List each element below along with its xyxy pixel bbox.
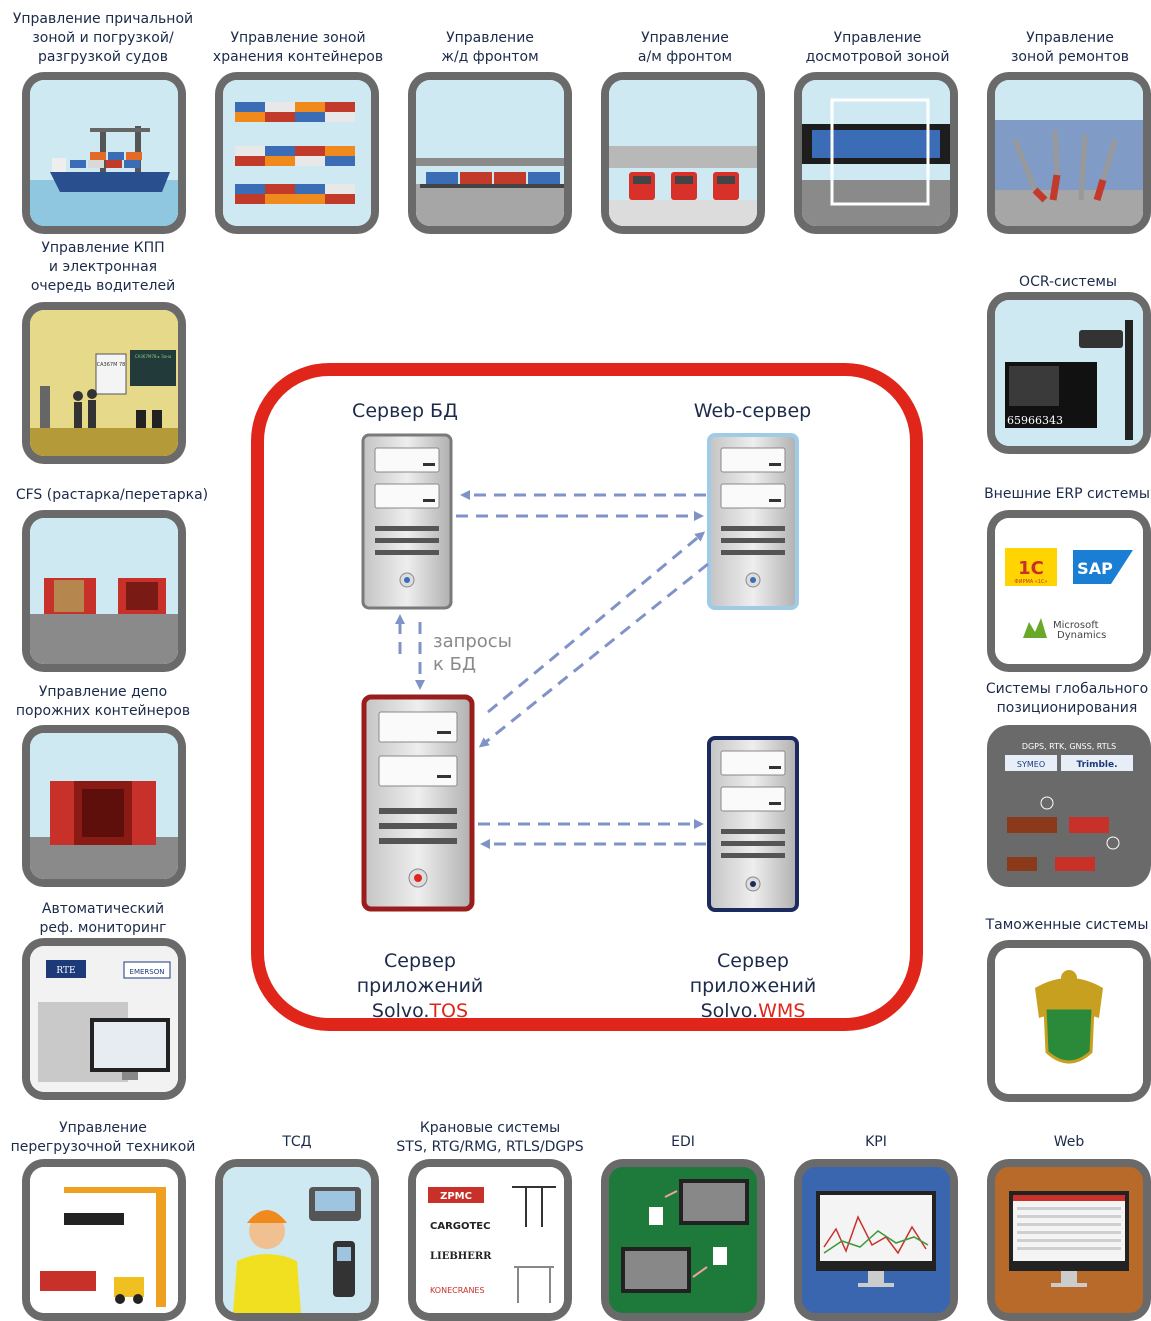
- tile-crane: ZPMC CARGOTEC LIEBHERR KONECRANES: [408, 1159, 572, 1321]
- tile-gps: DGPS, RTK, GNSS, RTLS SYMEO Trimble.: [987, 725, 1151, 887]
- customs-emblem: [995, 948, 1143, 1094]
- tile-truck: [601, 72, 765, 234]
- gps-header: DGPS, RTK, GNSS, RTLS: [1022, 742, 1116, 751]
- konecranes-logo: KONECRANES: [430, 1286, 485, 1295]
- ship-illustration: [30, 80, 178, 226]
- label-cfs: CFS (растарка/перетарка): [15, 487, 209, 503]
- label-rail: Управление ж/д фронтом: [441, 30, 539, 65]
- label-inspection: Управление досмотровой зоной: [805, 30, 950, 65]
- db-queries-note: запросы к БД: [433, 631, 512, 675]
- tile-berth: [22, 72, 186, 234]
- tile-storage: [215, 72, 379, 234]
- gate-queue-illustration: CA367M 78 CA367M78 ▸ Зона: [30, 310, 178, 456]
- rte-logo: RTE: [56, 966, 75, 976]
- label-web: Web: [1053, 1134, 1085, 1150]
- symeo-logo: SYMEO: [1017, 760, 1045, 769]
- liebherr-logo: LIEBHERR: [430, 1251, 492, 1262]
- trucks-illustration: [609, 80, 757, 226]
- ocr-camera-illustration: 65966343: [995, 300, 1143, 446]
- label-berth: Управление причальной зоной и погрузкой/…: [12, 11, 194, 65]
- tile-customs: [987, 940, 1151, 1102]
- empty-container-illustration: [30, 733, 178, 879]
- erp-logos: 1С ФИРМА «1С» SAP Microsoft Dynamics: [995, 518, 1143, 664]
- crane-logos: ZPMC CARGOTEC LIEBHERR KONECRANES: [416, 1167, 564, 1313]
- wms-caption: Сервер приложений Solvo.WMS: [663, 924, 843, 1024]
- label-crane: Крановые системы STS, RTG/RMG, RTLS/DGPS: [396, 1120, 584, 1155]
- container-stacks: [223, 80, 371, 226]
- web-server-icon: [707, 433, 799, 610]
- equipment-illustration: [30, 1167, 178, 1313]
- wms-caption-prefix: Сервер приложений Solvo.: [689, 950, 817, 1022]
- tile-inspection: [794, 72, 958, 234]
- label-gps: Системы глобального позиционирования: [985, 681, 1149, 716]
- arrow-web-to-tos: [478, 562, 709, 748]
- tos-caption: Сервер приложений Solvo.TOS: [330, 924, 510, 1024]
- zpmc-logo: ZPMC: [440, 1191, 472, 1202]
- label-ocr: OCR-системы: [1019, 274, 1117, 290]
- label-repair: Управление зоной ремонтов: [1010, 30, 1130, 65]
- tile-erp: 1С ФИРМА «1С» SAP Microsoft Dynamics: [987, 510, 1151, 672]
- label-tsd: ТСД: [282, 1134, 312, 1150]
- tile-edi: [601, 1159, 765, 1321]
- gate-board-text: CA367M78 ▸ Зона: [135, 354, 172, 359]
- wms-server-icon: [707, 736, 799, 912]
- tile-ocr: 65966343: [987, 292, 1151, 454]
- solvo-core-frame: [251, 363, 923, 1031]
- train-illustration: [416, 80, 564, 226]
- web-server-title: Web-сервер: [693, 400, 812, 422]
- label-truck: Управление а/м фронтом: [637, 30, 733, 65]
- tile-rail: [408, 72, 572, 234]
- gps-illustration: DGPS, RTK, GNSS, RTLS SYMEO Trimble.: [995, 733, 1143, 879]
- cfs-illustration: [30, 518, 178, 664]
- label-storage: Управление зоной хранения контейнеров: [212, 30, 384, 65]
- label-gate: Управление КПП и электронная очередь вод…: [30, 240, 176, 294]
- edi-illustration: [609, 1167, 757, 1313]
- logo-ms-2: Dynamics: [1057, 630, 1106, 641]
- db-server-title: Сервер БД: [352, 400, 458, 422]
- arrow-tos-to-web: [487, 531, 706, 714]
- tile-gate: CA367M 78 CA367M78 ▸ Зона: [22, 302, 186, 464]
- emerson-logo: EMERSON: [130, 968, 165, 976]
- wms-caption-suffix: WMS: [758, 1000, 806, 1022]
- tile-repair: [987, 72, 1151, 234]
- label-equipment: Управление перегрузочной техникой: [10, 1120, 196, 1155]
- reefer-monitoring-illustration: RTE EMERSON: [30, 946, 178, 1092]
- label-edi: EDI: [671, 1134, 695, 1150]
- scanner-illustration: [802, 80, 950, 226]
- logo-sap: SAP: [1077, 559, 1113, 578]
- label-kpi: KPI: [865, 1134, 887, 1150]
- tile-equipment: [22, 1159, 186, 1321]
- web-monitor: [995, 1167, 1143, 1313]
- tos-server-icon: [361, 694, 475, 912]
- kpi-monitor: [802, 1167, 950, 1313]
- logo-1c: 1С: [1018, 558, 1044, 579]
- tile-tsd: [215, 1159, 379, 1321]
- tile-kpi: [794, 1159, 958, 1321]
- label-erp: Внешние ERP системы: [984, 486, 1150, 502]
- trimble-logo: Trimble.: [1076, 760, 1117, 770]
- tile-reefer: RTE EMERSON: [22, 938, 186, 1100]
- gate-sign-text: CA367M 78: [97, 362, 126, 368]
- logo-ms-1: Microsoft: [1053, 620, 1099, 631]
- label-reefer: Автоматический реф. мониторинг: [39, 901, 167, 936]
- label-depot: Управление депо порожних контейнеров: [15, 684, 191, 719]
- tsd-illustration: [223, 1167, 371, 1313]
- tile-web: [987, 1159, 1151, 1321]
- tile-depot: [22, 725, 186, 887]
- db-server-icon: [361, 433, 453, 610]
- label-customs: Таможенные системы: [985, 917, 1149, 933]
- cargotec-logo: CARGOTEC: [430, 1221, 490, 1232]
- tos-caption-suffix: TOS: [429, 1000, 469, 1022]
- tos-caption-prefix: Сервер приложений Solvo.: [356, 950, 484, 1022]
- ocr-number: 65966343: [1007, 414, 1063, 427]
- tools-illustration: [995, 80, 1143, 226]
- logo-1c-sub: ФИРМА «1С»: [1014, 579, 1047, 585]
- tile-cfs: [22, 510, 186, 672]
